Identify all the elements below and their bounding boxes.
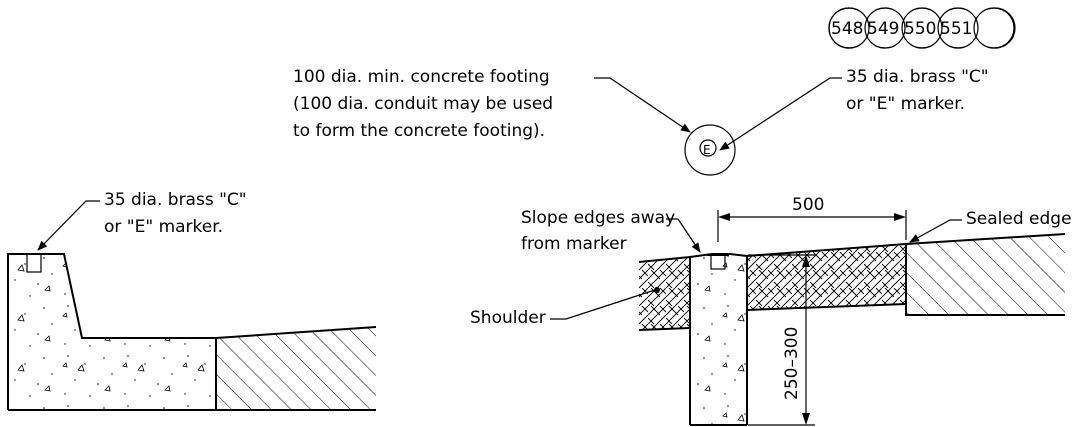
sealed-edge-leader <box>909 219 962 243</box>
marker-plan-circle <box>699 139 717 157</box>
marker-note-left: 35 dia. brass "C" or "E" marker. <box>104 190 252 237</box>
pavement-hatch-left <box>216 327 376 410</box>
marker-code-group: 548 549 550 551 <box>828 7 1016 49</box>
footing-column <box>689 256 748 426</box>
marker-leader-left <box>37 200 100 251</box>
shoulder-hatch-right <box>747 244 906 310</box>
marker-code-549: 549 <box>867 19 899 39</box>
width-dimension: 500 <box>792 195 824 215</box>
shoulder-section: Slope edges away from marker Shoulder Se… <box>470 195 1072 426</box>
shoulder-hatch-left <box>639 257 690 330</box>
slope-leader <box>666 218 701 253</box>
plan-view: E 100 dia. min. concrete footing (100 di… <box>293 67 994 176</box>
footing-plan-circle <box>684 124 736 176</box>
shoulder-leader <box>550 289 656 320</box>
slope-note: Slope edges away from marker <box>521 208 681 254</box>
marker-leader-top <box>719 77 842 151</box>
depth-dimension: 250–300 <box>782 327 802 400</box>
shoulder-label: Shoulder <box>470 308 546 328</box>
marker-code-548: 548 <box>831 19 863 39</box>
sealed-edge-label: Sealed edge <box>966 209 1072 229</box>
plan-marker-letter: E <box>703 143 711 157</box>
kerb-section: 35 dia. brass "C" or "E" marker. <box>7 190 377 411</box>
shoulder-leader-dot <box>654 287 660 293</box>
marker-note-top: 35 dia. brass "C" or "E" marker. <box>846 67 994 114</box>
footing-leader <box>594 77 691 133</box>
footing-note: 100 dia. min. concrete footing (100 dia.… <box>293 67 559 141</box>
marker-code-550: 550 <box>904 19 936 39</box>
kerb-outline <box>7 253 216 410</box>
sealed-pavement-hatch <box>906 234 1065 315</box>
marker-code-551: 551 <box>940 19 972 39</box>
